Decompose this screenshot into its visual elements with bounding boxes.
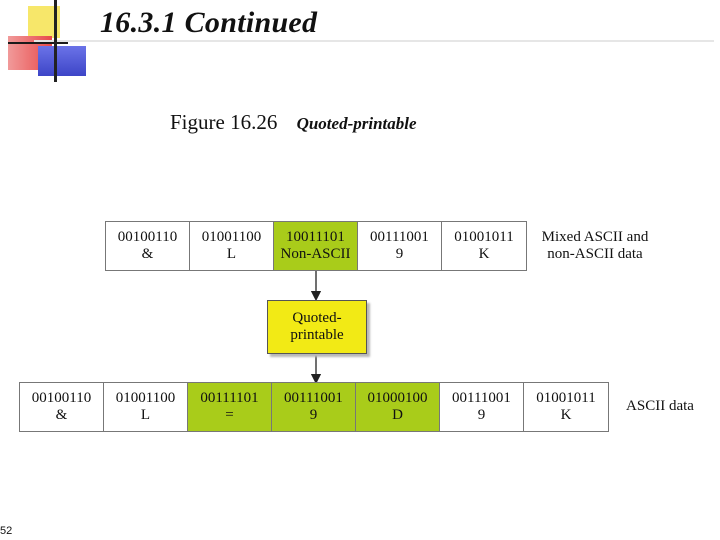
byte-char: & xyxy=(141,246,154,262)
byte-bits: 00100110 xyxy=(117,229,178,245)
input-row-label-line2: non-ASCII data xyxy=(547,246,643,262)
input-byte-cell: 01001100 L xyxy=(190,222,274,270)
input-bytes-row: 00100110 & 01001100 L 10011101 Non-ASCII… xyxy=(105,221,527,271)
byte-char: 9 xyxy=(309,407,318,423)
byte-char: & xyxy=(55,407,68,423)
byte-char: = xyxy=(225,407,234,423)
decor-title-rule-dark xyxy=(8,42,68,44)
decor-blue-square xyxy=(38,46,86,76)
process-label-line2: printable xyxy=(290,327,344,343)
page-number: 52 xyxy=(0,525,13,537)
input-byte-cell: 00100110 & xyxy=(106,222,190,270)
byte-char: K xyxy=(478,246,490,262)
byte-char: D xyxy=(392,407,403,423)
byte-bits: 00111001 xyxy=(452,390,511,406)
byte-bits: 01000100 xyxy=(367,390,428,406)
slide-title: 16.3.1 Continued xyxy=(100,6,318,39)
input-byte-cell: 00111001 9 xyxy=(358,222,442,270)
byte-bits: 01001011 xyxy=(536,390,596,406)
byte-bits: 00111001 xyxy=(370,229,429,245)
input-row-label: Mixed ASCII and non-ASCII data xyxy=(536,229,654,263)
figure-label: Figure 16.26 xyxy=(170,110,278,134)
byte-bits: 00111001 xyxy=(284,390,343,406)
byte-bits: 00111101 xyxy=(200,390,259,406)
byte-char: 9 xyxy=(477,407,486,423)
byte-bits: 10011101 xyxy=(286,229,345,245)
byte-char: L xyxy=(140,407,151,423)
byte-bits: 01001100 xyxy=(115,390,176,406)
input-row-label-line1: Mixed ASCII and xyxy=(541,229,649,245)
byte-bits: 01001011 xyxy=(454,229,514,245)
byte-bits: 01001100 xyxy=(201,229,262,245)
decor-title-rule xyxy=(34,40,714,42)
quoted-printable-process-box: Quoted- printable xyxy=(267,300,367,354)
output-byte-cell: 01001011 K xyxy=(524,383,608,431)
figure-caption: Figure 16.26 Quoted-printable xyxy=(170,110,417,135)
byte-bits: 00100110 xyxy=(31,390,92,406)
figure-subtitle: Quoted-printable xyxy=(296,114,417,133)
process-label-line1: Quoted- xyxy=(292,310,342,326)
byte-char: Non-ASCII xyxy=(280,246,351,262)
output-byte-cell-encoded: 00111101 = xyxy=(188,383,272,431)
decor-vertical-rule xyxy=(54,0,57,82)
output-bytes-row: 00100110 & 01001100 L 00111101 = 0011100… xyxy=(19,382,609,432)
byte-char: K xyxy=(560,407,572,423)
output-byte-cell-encoded: 00111001 9 xyxy=(272,383,356,431)
byte-char: 9 xyxy=(395,246,404,262)
output-byte-cell: 00100110 & xyxy=(20,383,104,431)
output-byte-cell: 01001100 L xyxy=(104,383,188,431)
output-byte-cell: 00111001 9 xyxy=(440,383,524,431)
output-row-label: ASCII data xyxy=(626,398,694,414)
output-byte-cell-encoded: 01000100 D xyxy=(356,383,440,431)
byte-char: L xyxy=(226,246,237,262)
input-byte-cell-non-ascii: 10011101 Non-ASCII xyxy=(274,222,358,270)
input-byte-cell: 01001011 K xyxy=(442,222,526,270)
